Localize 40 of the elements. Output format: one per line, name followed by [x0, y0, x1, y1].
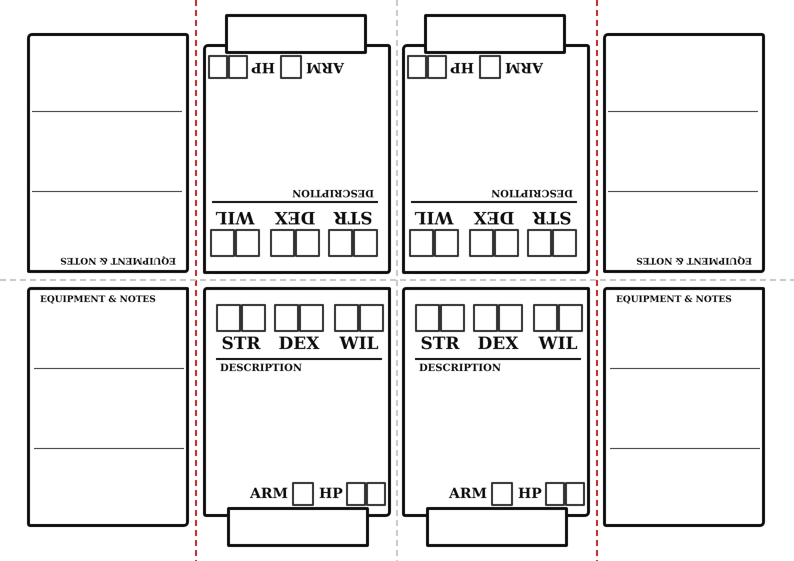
stat-label: HP: [450, 60, 474, 74]
character-card: [402, 287, 590, 517]
section-heading: DESCRIPTION: [491, 187, 573, 197]
stat-label: STR: [332, 208, 374, 225]
notes-panel: [27, 33, 189, 273]
name-plate: [424, 14, 566, 54]
stat-label: DEX: [274, 208, 316, 225]
section-heading: DESCRIPTION: [292, 187, 374, 197]
section-heading: EQUIPMENT & NOTES: [60, 255, 176, 264]
stat-label: HP: [251, 60, 275, 74]
notes-panel: [27, 287, 189, 527]
stat-label: ARM: [250, 487, 288, 501]
stat-label: HP: [319, 487, 343, 501]
notes-panel: [603, 33, 765, 273]
stat-label: DEX: [476, 336, 520, 353]
stat-label: ARM: [505, 60, 543, 74]
stat-label: WIL: [414, 208, 455, 225]
name-plate: [225, 14, 367, 54]
name-plate: [227, 507, 369, 547]
stat-label: ARM: [306, 60, 344, 74]
stat-label: STR: [531, 208, 573, 225]
stat-label: HP: [518, 487, 542, 501]
stat-label: STR: [419, 336, 461, 353]
character-card: [402, 44, 590, 274]
section-heading: EQUIPMENT & NOTES: [636, 255, 752, 264]
section-heading: EQUIPMENT & NOTES: [616, 296, 732, 305]
character-card: [203, 44, 391, 274]
stat-label: WIL: [338, 336, 380, 353]
notes-panel: [603, 287, 765, 527]
stat-label: WIL: [537, 336, 578, 353]
stat-label: WIL: [214, 208, 256, 225]
stat-label: DEX: [472, 208, 516, 225]
stat-label: STR: [220, 336, 262, 353]
character-card: [203, 287, 391, 517]
section-heading: DESCRIPTION: [419, 364, 501, 374]
section-heading: EQUIPMENT & NOTES: [40, 296, 156, 305]
section-heading: DESCRIPTION: [220, 364, 302, 374]
stat-label: ARM: [449, 487, 487, 501]
name-plate: [426, 507, 568, 547]
stat-label: DEX: [278, 336, 320, 353]
